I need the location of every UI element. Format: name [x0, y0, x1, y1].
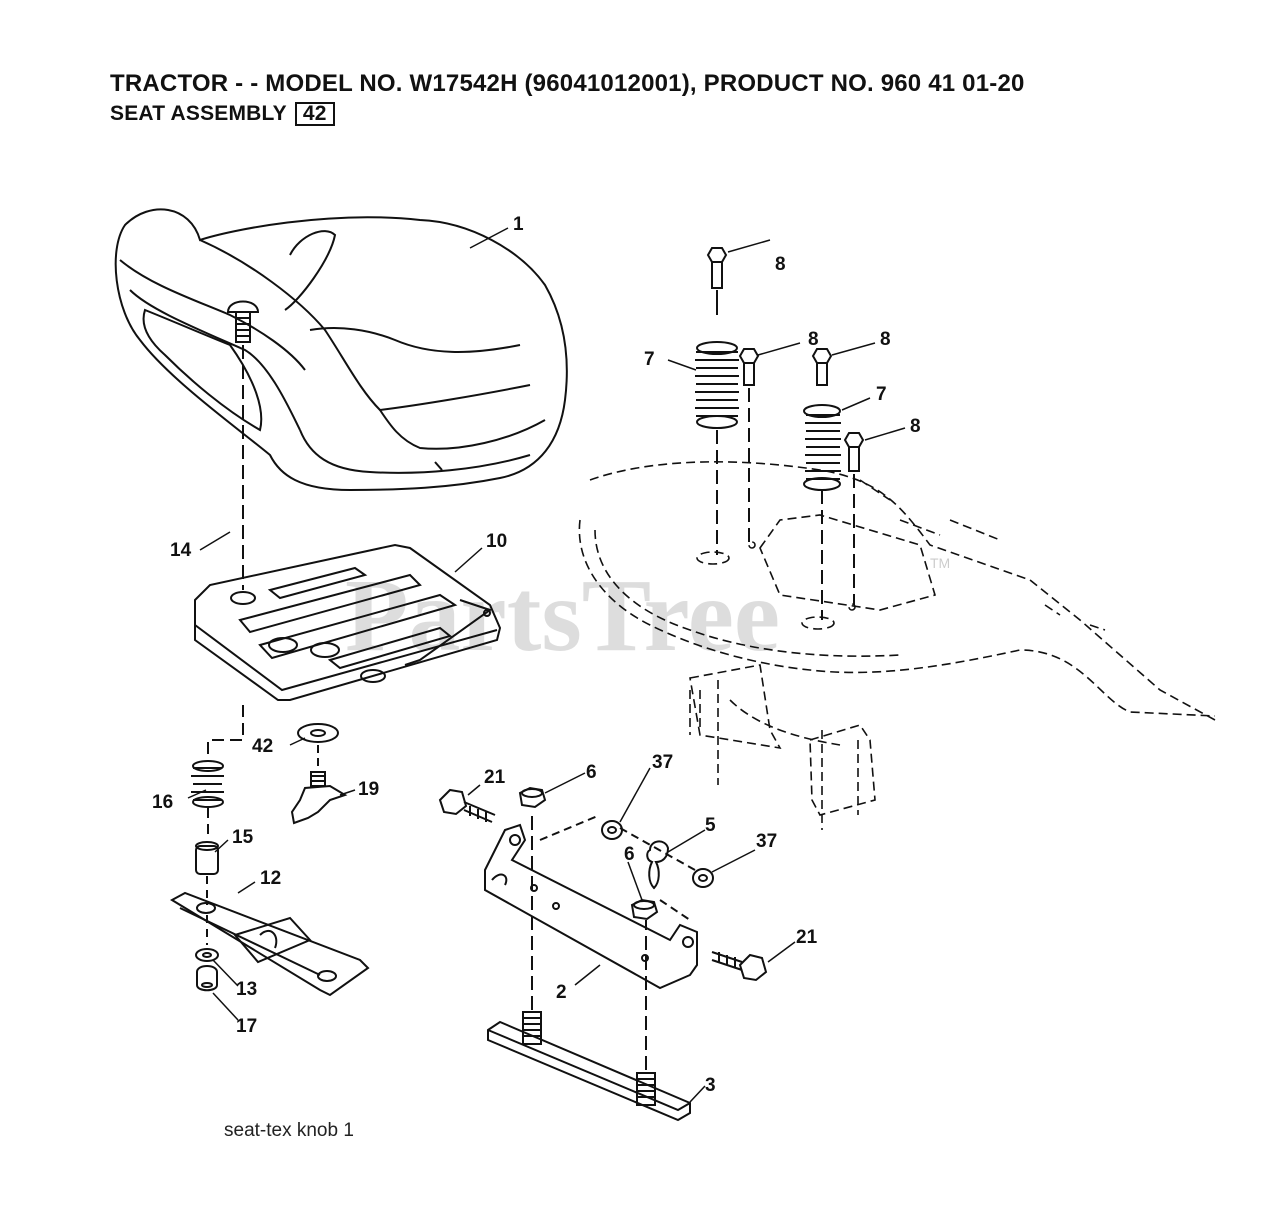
callout-13: 13 — [236, 979, 257, 1000]
spring-mount-hardware[interactable] — [695, 247, 865, 620]
callout-14: 14 — [170, 540, 192, 561]
callout-labels: 1 8 7 8 8 7 8 14 10 42 16 19 15 12 13 17… — [152, 214, 921, 1096]
page-title: TRACTOR - - MODEL NO. W17542H (960410120… — [110, 70, 1025, 97]
watermark-tm: TM — [930, 555, 950, 571]
section-number-badge: 42 — [294, 102, 335, 126]
callout-37-b: 37 — [756, 831, 777, 852]
callout-6-b: 6 — [624, 844, 635, 865]
stud-plate-part[interactable] — [487, 815, 691, 1122]
callout-21-b: 21 — [796, 927, 818, 948]
callout-6-a: 6 — [586, 762, 597, 783]
callout-37-a: 37 — [652, 752, 673, 773]
callout-12: 12 — [260, 868, 281, 889]
seat-pan-part[interactable] — [194, 543, 502, 701]
subtitle-text: SEAT ASSEMBLY — [110, 102, 287, 125]
callout-5: 5 — [705, 815, 716, 836]
callout-16: 16 — [152, 792, 173, 813]
callout-8-a: 8 — [775, 254, 786, 275]
bracket-fasteners[interactable] — [438, 786, 768, 982]
callout-7-b: 7 — [876, 384, 887, 405]
callout-8-d: 8 — [910, 416, 921, 437]
seat-part[interactable] — [114, 208, 568, 492]
section-subtitle: SEAT ASSEMBLY 42 — [110, 102, 335, 126]
callout-leaders — [187, 227, 906, 1103]
seat-knob-part[interactable] — [290, 723, 348, 825]
callout-42: 42 — [252, 736, 273, 757]
callout-1: 1 — [513, 214, 524, 235]
pivot-bracket-part[interactable] — [484, 823, 698, 990]
callout-3: 3 — [705, 1075, 716, 1096]
callout-10: 10 — [486, 531, 507, 552]
carriage-bolt-part[interactable] — [226, 300, 260, 591]
callout-19: 19 — [358, 779, 379, 800]
callout-2: 2 — [556, 982, 567, 1003]
callout-7-a: 7 — [644, 349, 655, 370]
left-hardware-stack[interactable] — [169, 705, 370, 997]
callout-21-a: 21 — [484, 767, 506, 788]
callout-8-b: 8 — [808, 329, 819, 350]
callout-8-c: 8 — [880, 329, 891, 350]
tractor-frame-reference — [578, 461, 1216, 830]
callout-15: 15 — [232, 827, 254, 848]
diagram-footnote: seat-tex knob 1 — [224, 1120, 354, 1141]
callout-17: 17 — [236, 1016, 257, 1037]
